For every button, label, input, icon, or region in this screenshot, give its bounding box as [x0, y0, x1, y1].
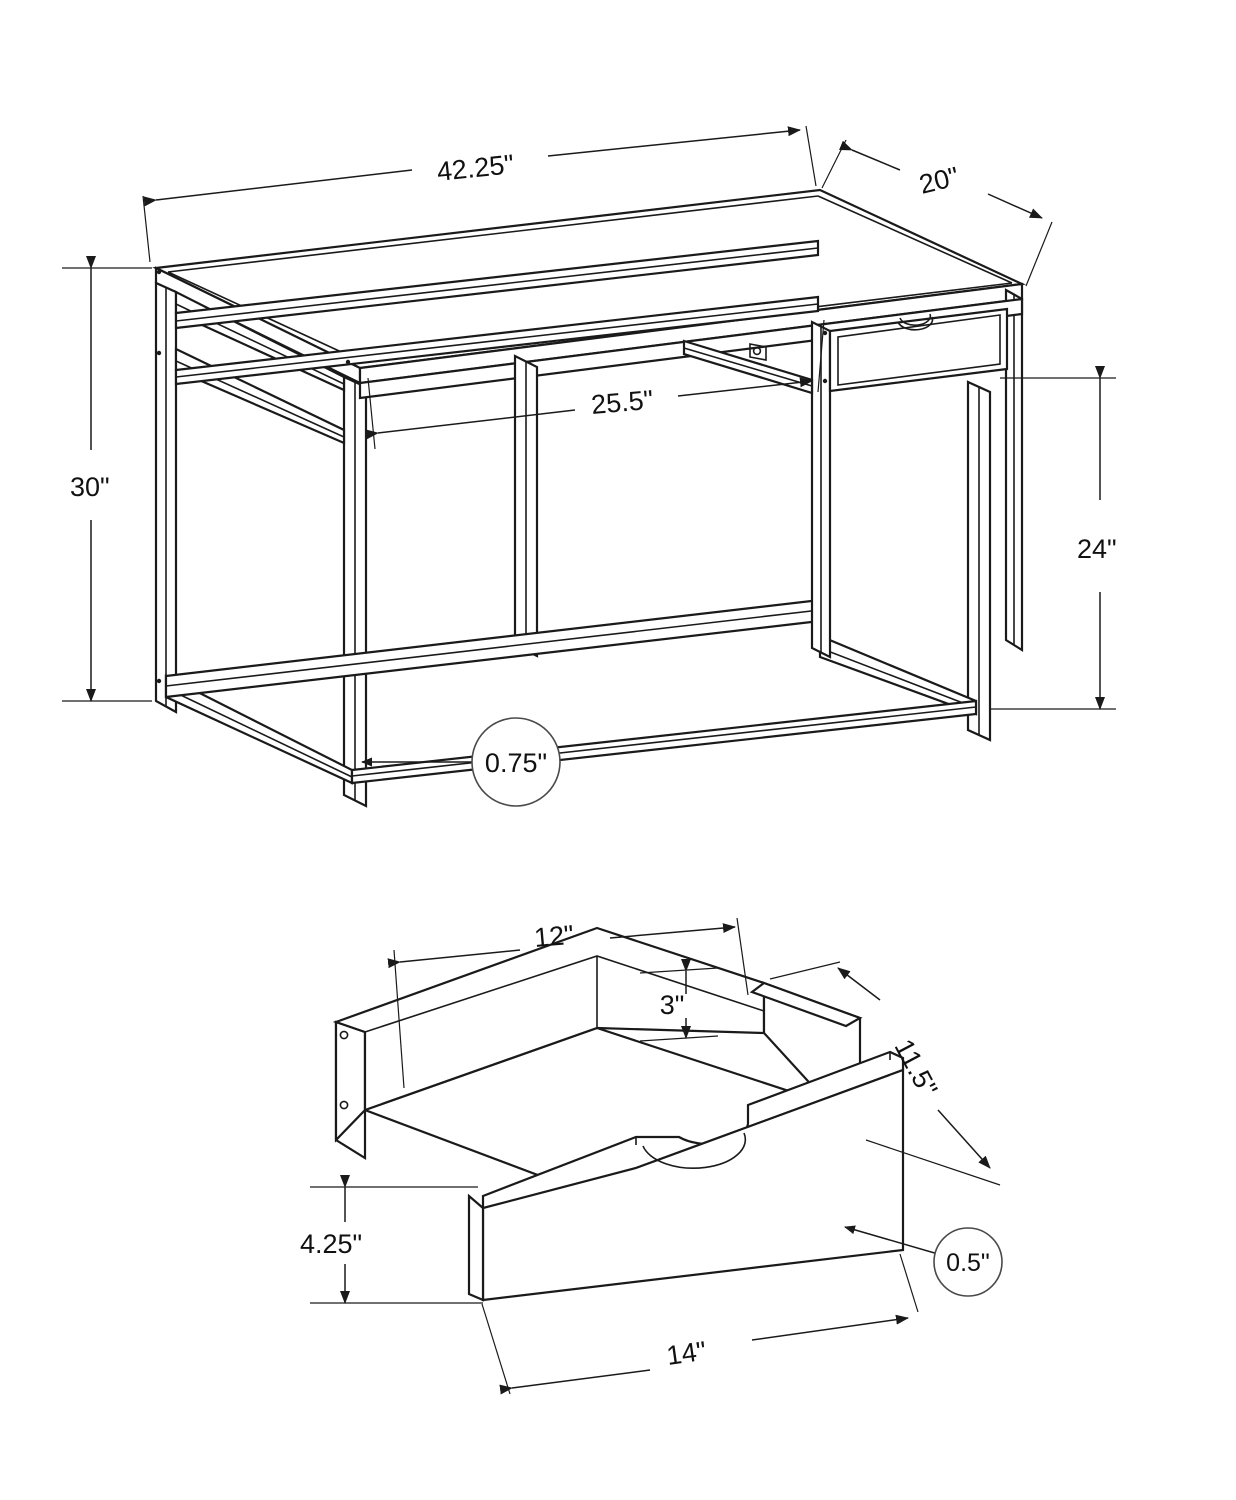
dimension-drawer-front-height: 4.25": [300, 1175, 483, 1304]
callout-panel-thickness: 0.5": [844, 1225, 1003, 1297]
dimension-label-drawer-front-height: 4.25": [300, 1229, 362, 1259]
dimension-desk-clearance: 24": [990, 366, 1117, 710]
dimension-label-desk-width: 42.25": [435, 149, 515, 187]
dimension-label-desk-height: 30": [70, 472, 110, 502]
dimension-label-drawer-inner-width: 12": [533, 920, 575, 953]
dimension-drawer-side-height: 3": [639, 959, 719, 1042]
desk-drawer-inner-post: [810, 320, 832, 659]
desk-drawer-front: [828, 307, 1009, 393]
desk-lower-stretcher: [164, 598, 978, 785]
dimension-drawer-inner-width: 12": [387, 917, 749, 1089]
dimension-label-desk-clearance: 24": [1077, 534, 1117, 564]
desk-right-side-frame: [818, 288, 1024, 742]
drawer-front-panel: [467, 1050, 905, 1302]
dimension-label-drawer-front-width: 14": [665, 1336, 708, 1371]
dimension-label-drawer-side-height: 3": [660, 990, 685, 1020]
dimension-label-panel-thickness: 0.5": [946, 1249, 990, 1277]
desk-rear-rail: [174, 239, 820, 386]
dimension-label-knee-opening: 25.5": [590, 385, 655, 420]
callout-circle-panel-thickness: [933, 1227, 1003, 1297]
dimension-knee-opening: 25.5": [365, 319, 825, 450]
desk-hardware-details: [156, 269, 828, 684]
callout-circle-tube-thickness: [471, 717, 561, 807]
dimension-desk-height: 30": [62, 256, 152, 702]
dimension-label-tube-thickness: 0.75": [485, 748, 547, 778]
callout-tube-thickness: 0.75": [361, 717, 561, 807]
drawer-drawing: 12" 3" 11.5": [300, 917, 1003, 1395]
desk-diagonal-brace: [682, 339, 814, 395]
drawer-left-side-panel: [334, 1020, 598, 1160]
desk-mid-support-post: [513, 354, 539, 658]
dimension-label-desk-depth: 20": [916, 161, 962, 200]
dimension-drawer-front-width: 14": [481, 1253, 919, 1395]
desk-drawing: 42.25" 20" 30": [62, 125, 1117, 808]
